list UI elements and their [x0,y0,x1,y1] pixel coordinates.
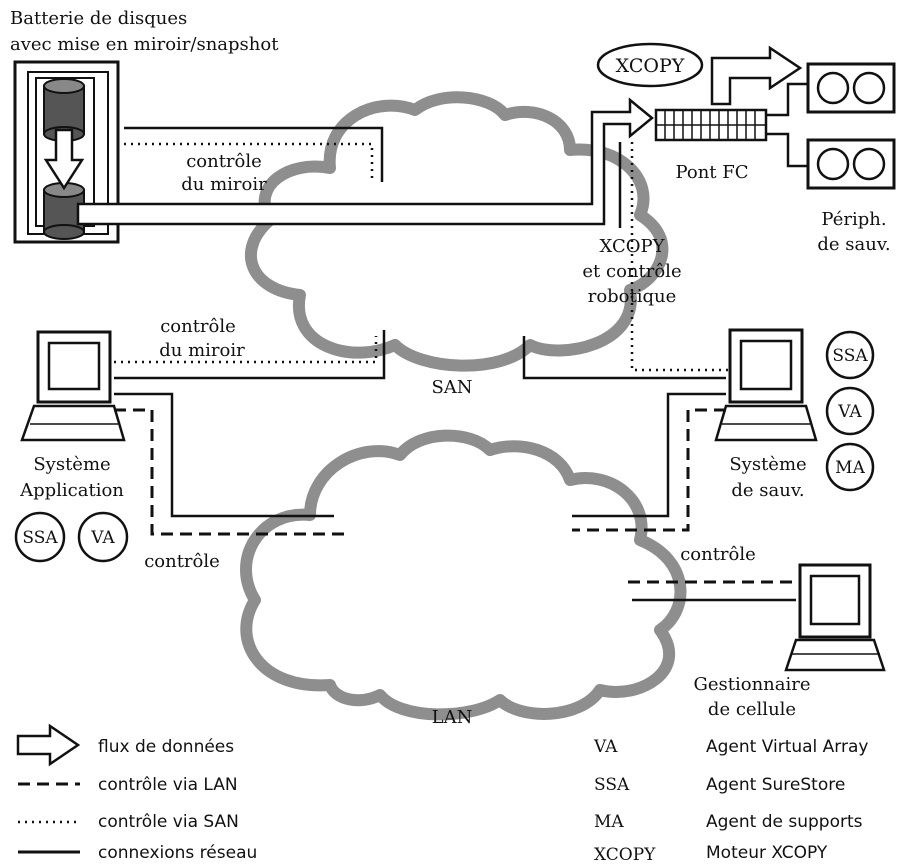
label-agent-ssa-backup: SSA [832,346,868,366]
label-control-right: contrôle [680,544,756,565]
abbr-ssa-desc: Agent SureStore [706,775,845,795]
label-agent-va-backup: VA [837,402,862,422]
label-mirror-control-top-2: du miroir [181,174,267,195]
legend-san-control: contrôle via SAN [98,812,239,832]
label-xcopy-robotic-3: robotique [588,286,677,307]
label-xcopy-robotic-2: et contrôle [582,261,681,282]
label-agent-ma-backup: MA [835,458,865,478]
cell-manager-computer [784,563,886,672]
label-periph-2: de sauv. [817,234,890,255]
data-flow-arrow-main [76,97,654,226]
legend-lan-control: contrôle via LAN [98,775,238,795]
legend-data-flow: flux de données [98,737,234,757]
label-xcopy-oval: XCOPY [616,55,685,77]
label-mirror-control-left-2: du miroir [159,340,245,361]
legend-network: connexions réseau [98,843,257,863]
abbr-va: VA [593,737,618,757]
label-san: SAN [431,377,472,398]
label-cell-manager-1: Gestionnaire [693,674,810,695]
label-app-system-1: Système [33,454,110,475]
agent-circles-backup [825,330,875,492]
abbr-va-desc: Agent Virtual Array [706,737,868,757]
abbr-ssa: SSA [594,775,630,795]
label-array-line1: Batterie de disques [10,8,187,29]
fc-bridge [654,108,768,142]
label-agent-ssa-app: SSA [22,528,58,548]
disk-array [13,60,120,244]
label-cell-manager-2: de cellule [708,699,796,720]
lan-cloud [240,429,687,721]
abbr-ma-desc: Agent de supports [706,812,863,832]
abbr-ma: MA [594,812,624,832]
legend-arrow-symbol [16,723,81,767]
label-xcopy-robotic-1: XCOPY [599,236,665,257]
label-app-system-2: Application [19,480,124,501]
data-flow-arrow-devices [710,45,803,106]
label-mirror-control-top-1: contrôle [186,151,262,172]
label-periph-1: Périph. [821,209,886,230]
abbr-xcopy-desc: Moteur XCOPY [706,843,828,863]
agent-circles-application [14,511,129,563]
label-backup-system-2: de sauv. [731,480,804,501]
backup-device-1 [806,62,896,114]
backup-computer [714,328,818,442]
abbr-xcopy: XCOPY [594,845,656,865]
label-pont-fc: Pont FC [675,162,748,183]
label-agent-va-app: VA [90,528,115,548]
application-computer [20,330,126,442]
label-array-line2: avec mise en miroir/snapshot [10,34,279,55]
label-lan: LAN [432,707,473,728]
xcopy-oval [596,42,704,88]
label-control-left: contrôle [144,551,220,572]
label-backup-system-1: Système [729,454,806,475]
backup-device-2 [806,138,896,190]
label-mirror-control-left-1: contrôle [160,316,236,337]
